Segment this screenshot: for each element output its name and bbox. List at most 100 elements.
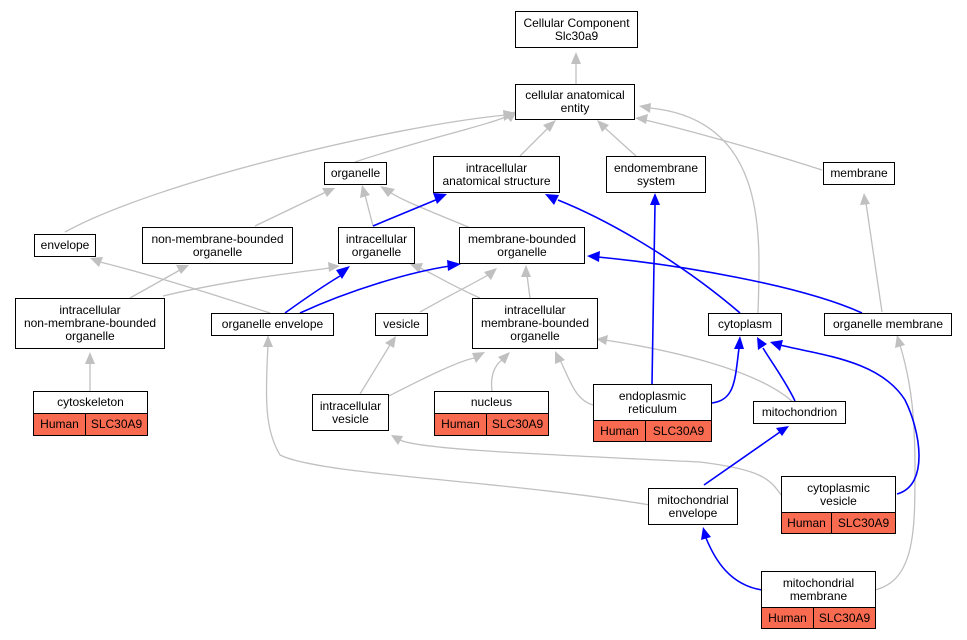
gene-label: SLC30A9 bbox=[818, 610, 871, 625]
edge-imbo-io bbox=[419, 267, 481, 299]
node-title: endoplasmic reticulum bbox=[594, 385, 711, 421]
gene-label: SLC30A9 bbox=[652, 423, 705, 438]
species-label: Human bbox=[435, 414, 487, 435]
edge-organelle-cae bbox=[354, 114, 511, 163]
arrow-mbo-organelle bbox=[380, 186, 395, 197]
arrow-oenv-io bbox=[336, 266, 350, 279]
edge-cves-cytoplasm bbox=[779, 344, 920, 495]
edge-er-cytoplasm bbox=[711, 347, 740, 404]
arrow-mmem-menv bbox=[701, 527, 711, 540]
arrow-mmem-omem bbox=[895, 335, 905, 348]
edge-mito-cytoplasm bbox=[762, 347, 796, 402]
node-organelle-membrane[interactable]: organelle membrane bbox=[824, 313, 952, 336]
gene-row: Human SLC30A9 bbox=[782, 513, 895, 533]
arrow-nmbo-organelle bbox=[322, 188, 335, 197]
node-membrane[interactable]: membrane bbox=[823, 162, 895, 185]
node-title: cytoplasmic vesicle bbox=[782, 477, 895, 513]
arrow-cves-ivesicle bbox=[391, 435, 403, 445]
node-envelope[interactable]: envelope bbox=[34, 234, 96, 257]
arrow-ivesicle-imbo bbox=[472, 352, 485, 363]
edge-endo-cae bbox=[604, 127, 637, 157]
arrow-ias-cae bbox=[543, 120, 556, 132]
node-organelle-envelope[interactable]: organelle envelope bbox=[211, 313, 334, 336]
node-cytoplasm[interactable]: cytoplasm bbox=[708, 313, 782, 336]
node-intracellular-non-membrane-bounded-organelle[interactable]: intracellular non-membrane-bounded organ… bbox=[15, 298, 165, 349]
edge-nmbo-organelle bbox=[254, 191, 327, 227]
species-label: Human bbox=[34, 414, 86, 435]
gene-row: Human SLC30A9 bbox=[34, 414, 147, 435]
node-organelle[interactable]: organelle bbox=[324, 162, 387, 185]
node-cytoskeleton[interactable]: cytoskeleton Human SLC30A9 bbox=[33, 391, 148, 436]
edge-oenv-io bbox=[284, 275, 341, 314]
edge-cytoplasm-cae bbox=[649, 107, 760, 314]
edge-inmbo-io bbox=[162, 267, 331, 297]
arrow-mito-imbo bbox=[596, 335, 608, 345]
node-endomembrane-system[interactable]: endomembrane system bbox=[606, 156, 706, 193]
node-intracellular-organelle[interactable]: intracellular organelle bbox=[338, 227, 415, 264]
arrow-inmbo-io bbox=[328, 262, 340, 272]
arrow-inmbo-nmbo bbox=[176, 265, 189, 274]
edge-omem-membrane bbox=[865, 202, 883, 313]
arrow-er-imbo bbox=[555, 351, 565, 364]
node-membrane-bounded-organelle[interactable]: membrane-bounded organelle bbox=[459, 227, 585, 264]
node-mitochondrial-envelope[interactable]: mitochondrial envelope bbox=[648, 488, 738, 525]
node-nucleus[interactable]: nucleus Human SLC30A9 bbox=[434, 391, 549, 436]
arrow-omem-mbo bbox=[587, 251, 600, 262]
node-mitochondrion[interactable]: mitochondrion bbox=[753, 401, 846, 424]
arrow-mito-cytoplasm bbox=[757, 337, 767, 350]
arrow-menv-oenv bbox=[263, 335, 273, 347]
edge-oenv-mbo bbox=[299, 265, 451, 314]
species-label: Human bbox=[594, 421, 646, 441]
arrow-endo-cae bbox=[597, 120, 609, 132]
gene-label: SLC30A9 bbox=[837, 515, 890, 530]
gene-row: Human SLC30A9 bbox=[762, 608, 875, 628]
node-title: nucleus bbox=[435, 392, 548, 414]
node-cellular-anatomical-entity[interactable]: cellular anatomical entity bbox=[515, 84, 635, 120]
gene-row: Human SLC30A9 bbox=[435, 414, 548, 435]
gene-label: SLC30A9 bbox=[90, 417, 143, 431]
arrow-membrane-cae bbox=[635, 114, 648, 124]
edge-er-imbo bbox=[559, 359, 594, 406]
node-endoplasmic-reticulum[interactable]: endoplasmic reticulum Human SLC30A9 bbox=[593, 384, 712, 442]
node-title: mitochondrial membrane bbox=[762, 572, 875, 608]
node-intracellular-membrane-bounded-organelle[interactable]: intracellular membrane-bounded organelle bbox=[472, 298, 598, 349]
node-intracellular-vesicle[interactable]: intracellular vesicle bbox=[312, 394, 389, 431]
arrow-cves-cytoplasm bbox=[770, 340, 783, 351]
node-cytoplasmic-vesicle[interactable]: cytoplasmic vesicle Human SLC30A9 bbox=[781, 476, 896, 534]
edge-vesicle-mbo bbox=[419, 274, 489, 313]
edge-mmem-omem bbox=[874, 344, 916, 591]
edge-io-organelle bbox=[364, 194, 374, 227]
arrow-vesicle-mbo bbox=[484, 268, 497, 280]
edge-nucleus-imbo bbox=[490, 359, 503, 392]
arrow-imbo-io bbox=[410, 263, 423, 273]
edge-er-endo bbox=[651, 203, 656, 385]
edge-ivesicle-vesicle bbox=[359, 344, 391, 395]
node-cellular-component-root[interactable]: Cellular Component Slc30a9 bbox=[515, 11, 638, 48]
arrow-oenv-mbo bbox=[447, 260, 461, 271]
arrow-ivesicle-vesicle bbox=[385, 336, 396, 348]
arrow-io-organelle bbox=[360, 185, 370, 198]
arrow-er-cytoplasm bbox=[734, 336, 744, 349]
edge-mbo-organelle bbox=[389, 191, 481, 233]
edge-omem-mbo bbox=[597, 256, 863, 314]
edge-inmbo-nmbo bbox=[129, 269, 181, 299]
arrow-omem-membrane bbox=[860, 193, 870, 205]
node-title: cytoskeleton bbox=[34, 392, 147, 414]
edge-io-ias bbox=[372, 198, 439, 227]
node-intracellular-anatomical-structure[interactable]: intracellular anatomical structure bbox=[433, 156, 560, 193]
node-non-membrane-bounded-organelle[interactable]: non-membrane-bounded organelle bbox=[142, 227, 293, 264]
arrow-envelope-cae bbox=[503, 110, 516, 121]
edge-ivesicle-imbo bbox=[384, 357, 476, 399]
node-mitochondrial-membrane[interactable]: mitochondrial membrane Human SLC30A9 bbox=[761, 571, 876, 629]
arrow-imbo-mbo bbox=[521, 265, 531, 277]
arrow-cae-root bbox=[571, 52, 581, 64]
edge-imbo-mbo bbox=[526, 274, 531, 299]
node-vesicle[interactable]: vesicle bbox=[375, 313, 428, 336]
arrow-menv-mito bbox=[776, 426, 789, 436]
species-label: Human bbox=[782, 513, 832, 533]
edge-menv-mito bbox=[703, 431, 781, 486]
arrow-cytoskeleton-inmbo bbox=[85, 352, 95, 364]
arrow-nucleus-imbo bbox=[498, 352, 510, 364]
